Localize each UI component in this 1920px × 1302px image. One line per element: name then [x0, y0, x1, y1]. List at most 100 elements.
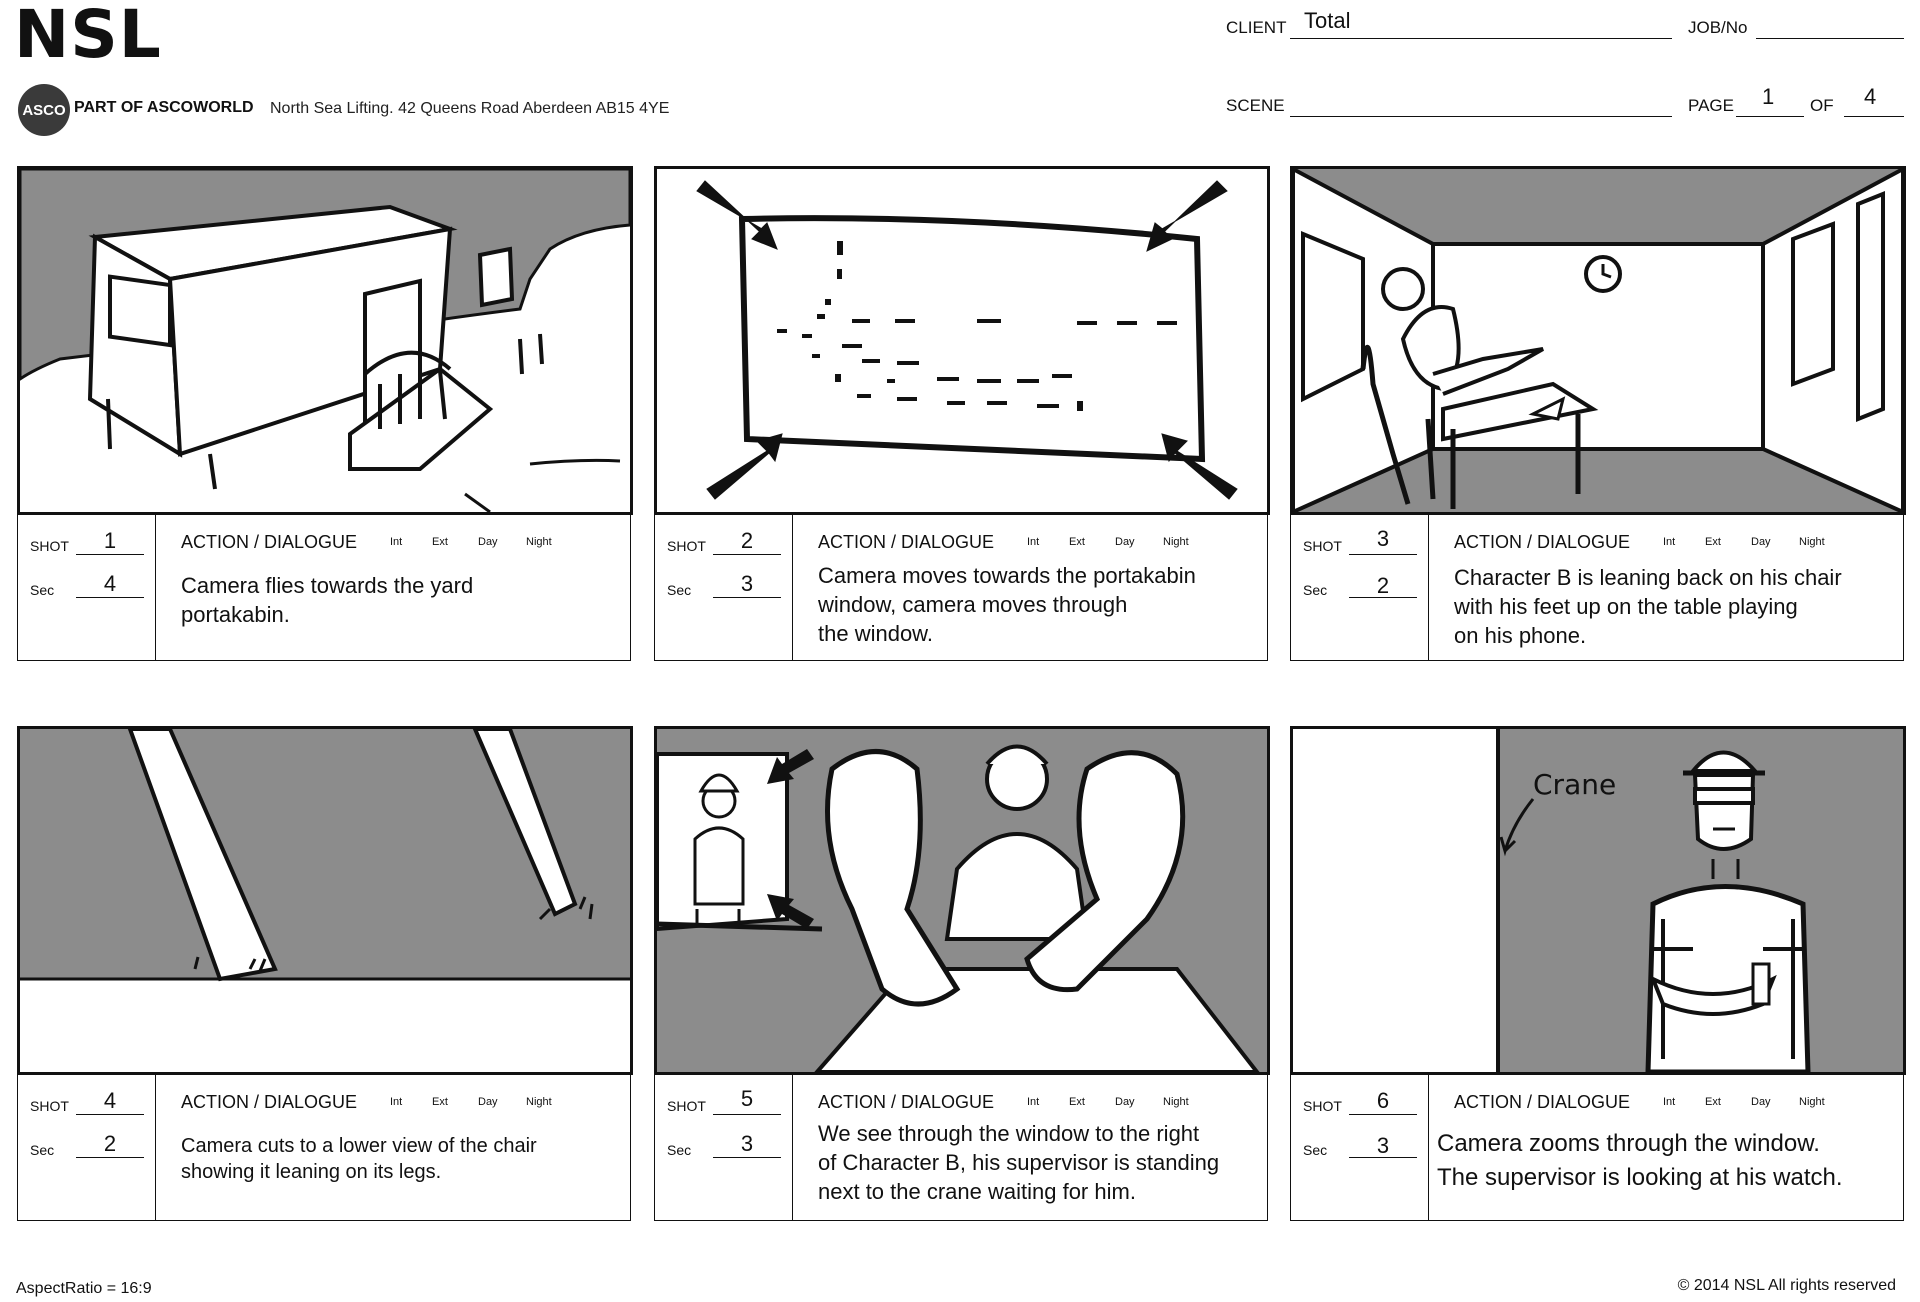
sec-value: 3 — [740, 571, 754, 596]
night-option[interactable]: Night — [1799, 1096, 1825, 1108]
sketch-frame-chair-legs — [17, 726, 633, 1075]
ext-option[interactable]: Ext — [1069, 536, 1085, 548]
int-option[interactable]: Int — [1027, 536, 1040, 548]
action-description: Camera cuts to a lower view of the chair… — [181, 1135, 537, 1183]
shot-number-field[interactable] — [1349, 530, 1417, 555]
night-option[interactable]: Night — [1163, 536, 1189, 548]
copyright-notice: © 2014 NSL All rights reserved — [1677, 1277, 1896, 1294]
day-option[interactable]: Day — [1751, 536, 1771, 548]
ext-option[interactable]: Ext — [1705, 1096, 1721, 1108]
sec-field[interactable] — [713, 573, 781, 598]
shot-number: 3 — [1376, 526, 1390, 551]
page-total-value: 4 — [1864, 84, 1877, 109]
feet-on-table-sketch — [657, 729, 1267, 1072]
job-label: JOB/No — [1688, 18, 1748, 37]
night-option[interactable]: Night — [526, 1096, 552, 1108]
page-value: 1 — [1762, 84, 1775, 109]
scene-field[interactable] — [1290, 92, 1672, 117]
aspect-ratio-note: AspectRatio = 16:9 — [16, 1280, 152, 1297]
sec-value: 3 — [1376, 1133, 1390, 1158]
action-dialogue-label: ACTION / DIALOGUE — [1454, 1092, 1631, 1112]
storyboard-panel-1: SHOT 1 Sec 4 ACTION / DIALOGUE Int Ext D… — [17, 166, 633, 662]
ext-option[interactable]: Ext — [432, 1096, 448, 1108]
sec-value: 4 — [103, 571, 117, 596]
shot-info-2: SHOT 2 Sec 3 ACTION / DIALOGUE Int Ext D… — [654, 515, 1268, 661]
day-option[interactable]: Day — [1115, 536, 1135, 548]
shot-number-field[interactable] — [713, 1090, 781, 1115]
action-description: We see through the window to the right o… — [818, 1121, 1220, 1204]
info-divider — [792, 515, 793, 660]
day-option[interactable]: Day — [1115, 1096, 1135, 1108]
sec-label: Sec — [1303, 582, 1328, 598]
shot-label: SHOT — [1303, 1098, 1342, 1114]
shot-label: SHOT — [30, 1098, 69, 1114]
part-of-ascoworld: PART OF ASCOWORLD — [74, 99, 254, 116]
shot-info-4: SHOT 4 Sec 2 ACTION / DIALOGUE Int Ext D… — [17, 1075, 631, 1221]
night-option[interactable]: Night — [526, 536, 552, 548]
sec-value: 2 — [103, 1131, 117, 1156]
shot-number: 5 — [740, 1086, 754, 1111]
sketch-frame-feet-on-table — [654, 726, 1270, 1075]
storyboard-panel-5: SHOT 5 Sec 3 ACTION / DIALOGUE Int Ext D… — [654, 726, 1270, 1222]
ext-option[interactable]: Ext — [432, 536, 448, 548]
scene-label: SCENE — [1226, 96, 1285, 115]
sketch-frame-supervisor-watch: Crane — [1290, 726, 1906, 1075]
storyboard-panel-3: SHOT 3 Sec 2 ACTION / DIALOGUE Int Ext D… — [1290, 166, 1906, 662]
action-description: Camera flies towards the yard portakabin… — [181, 573, 474, 627]
info-divider — [155, 1075, 156, 1220]
page-label: PAGE — [1688, 96, 1734, 115]
shot-number-field[interactable] — [713, 530, 781, 555]
sec-label: Sec — [30, 1142, 55, 1158]
job-number-field[interactable] — [1756, 14, 1904, 39]
action-description: Character B is leaning back on his chair… — [1454, 565, 1842, 648]
sec-field[interactable] — [76, 573, 144, 598]
night-option[interactable]: Night — [1163, 1096, 1189, 1108]
client-value: Total — [1304, 8, 1351, 33]
int-option[interactable]: Int — [1663, 536, 1676, 548]
of-label: OF — [1810, 96, 1834, 115]
storyboard-panel-2: SHOT 2 Sec 3 ACTION / DIALOGUE Int Ext D… — [654, 166, 1270, 662]
shot-number: 1 — [103, 528, 117, 553]
shot-info-1: SHOT 1 Sec 4 ACTION / DIALOGUE Int Ext D… — [17, 515, 631, 661]
shot-info-3: SHOT 3 Sec 2 ACTION / DIALOGUE Int Ext D… — [1290, 515, 1904, 661]
shot-label: SHOT — [667, 1098, 706, 1114]
sec-value: 3 — [740, 1131, 754, 1156]
shot-number-field[interactable] — [76, 530, 144, 555]
day-option[interactable]: Day — [1751, 1096, 1771, 1108]
storyboard-panel-6: Crane SHOT 6 Sec 3 ACTION / DIALOGUE Int… — [1290, 726, 1906, 1222]
sec-field[interactable] — [713, 1133, 781, 1158]
night-option[interactable]: Night — [1799, 536, 1825, 548]
page-field[interactable] — [1736, 92, 1804, 117]
shot-number: 4 — [103, 1088, 117, 1113]
sec-label: Sec — [1303, 1142, 1328, 1158]
sec-value: 2 — [1376, 573, 1390, 598]
int-option[interactable]: Int — [1663, 1096, 1676, 1108]
action-dialogue-label: ACTION / DIALOGUE — [181, 1092, 358, 1112]
action-dialogue-label: ACTION / DIALOGUE — [1454, 532, 1631, 552]
int-option[interactable]: Int — [390, 536, 403, 548]
action-description: Camera zooms through the window. The sup… — [1437, 1130, 1843, 1191]
sec-field[interactable] — [1349, 573, 1417, 598]
sec-field[interactable] — [1349, 1133, 1417, 1158]
shot-number: 6 — [1376, 1088, 1390, 1113]
crane-annotation: Crane — [1533, 768, 1616, 801]
shot-number: 2 — [740, 528, 754, 553]
day-option[interactable]: Day — [478, 536, 498, 548]
shot-info-5: SHOT 5 Sec 3 ACTION / DIALOGUE Int Ext D… — [654, 1075, 1268, 1221]
action-dialogue-label: ACTION / DIALOGUE — [818, 1092, 995, 1112]
day-option[interactable]: Day — [478, 1096, 498, 1108]
supervisor-watch-sketch: Crane — [1293, 729, 1903, 1072]
client-field[interactable] — [1290, 14, 1672, 39]
page-total-field[interactable] — [1844, 92, 1904, 117]
sec-field[interactable] — [76, 1133, 144, 1158]
chair-legs-sketch — [20, 729, 630, 1072]
int-option[interactable]: Int — [1027, 1096, 1040, 1108]
company-address: North Sea Lifting. 42 Queens Road Aberde… — [270, 100, 670, 117]
int-option[interactable]: Int — [390, 1096, 403, 1108]
ext-option[interactable]: Ext — [1705, 536, 1721, 548]
ext-option[interactable]: Ext — [1069, 1096, 1085, 1108]
shot-number-field[interactable] — [76, 1090, 144, 1115]
action-dialogue-label: ACTION / DIALOGUE — [181, 532, 358, 552]
shot-number-field[interactable] — [1349, 1090, 1417, 1115]
shot-info-6: SHOT 6 Sec 3 ACTION / DIALOGUE Int Ext D… — [1290, 1075, 1904, 1221]
